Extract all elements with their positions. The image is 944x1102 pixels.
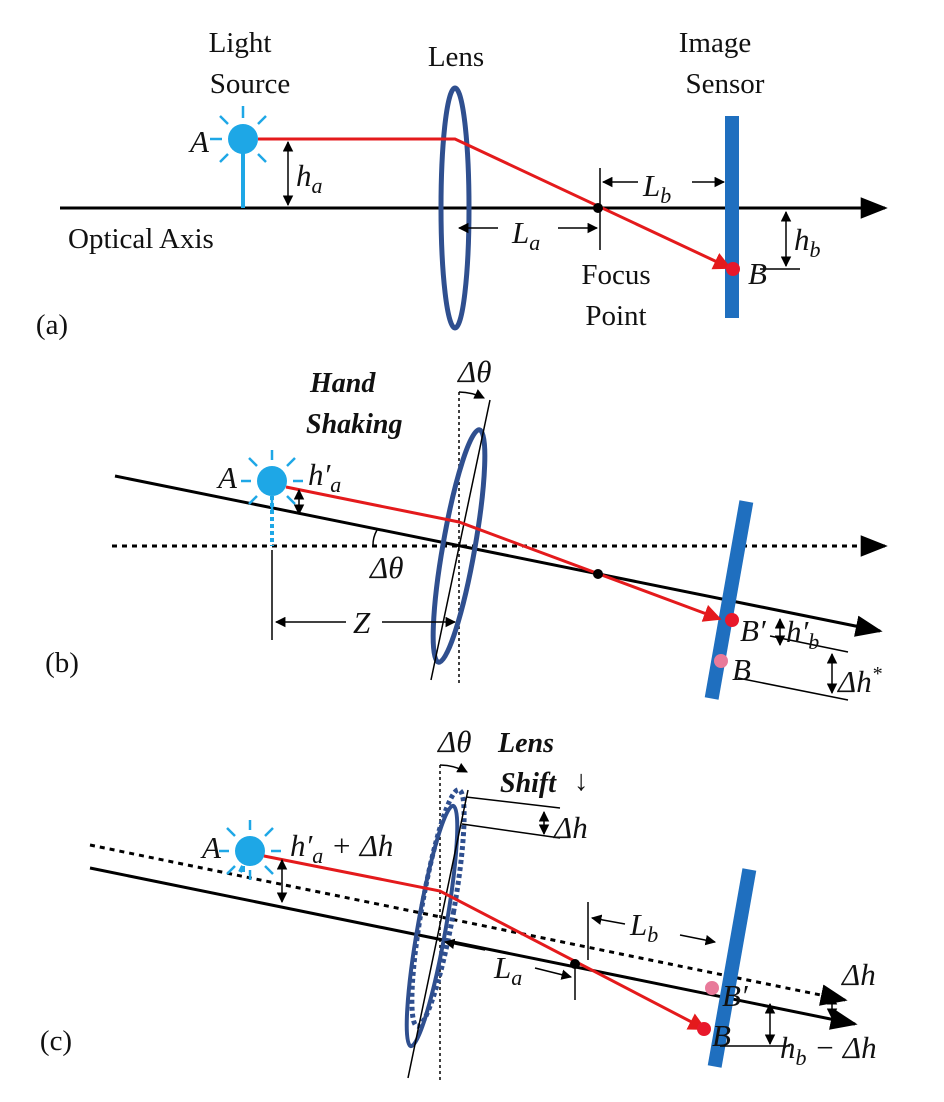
panel-b: Hand Shaking Δθ Δθ A h′a Z B′ h′b B Δh* … [45,354,888,701]
light-source-label-1: Light [209,27,272,59]
image-sensor-label-1: Image [679,27,751,59]
point-b-prime-label-b: B′ [740,613,767,648]
focus-point-label-1: Focus [581,259,650,291]
image-sensor-a [725,116,739,318]
delta-h-star-label: Δh* [836,663,882,699]
panel-b-tag: (b) [45,647,79,679]
l-b-label-c: Lb [629,907,658,947]
lens-shift-label-2: Shift [500,768,557,799]
light-source-icon [210,106,276,208]
panel-c: Δθ Lens Shift ↓ Δh A h′a + Δh La Lb B′ B… [40,724,877,1080]
l-a-label: La [511,215,540,255]
h-prime-a-label-b: h′a [308,457,341,497]
tilted-axis-b [114,474,883,637]
shifted-axis-c [89,843,848,1006]
point-b-label-c: B [712,1018,731,1053]
point-b-prime-label-c: B′ [722,978,749,1013]
light-source-icon-c [219,820,281,880]
point-b-label-b: B [732,652,751,687]
h-prime-b-label: h′b [786,614,819,654]
point-b-label-a: B [748,256,767,291]
lens-shift-label-1: Lens [497,728,554,759]
lens-c-original [404,803,460,1049]
image-point-b-c [697,1022,711,1036]
point-a-label-b: A [216,460,238,495]
focus-point-dot [593,203,603,213]
focus-point-label-2: Point [585,300,646,332]
light-ray-c [263,854,707,1031]
lens-label: Lens [428,41,484,73]
image-sensor-c [707,868,757,1068]
lens-shift-arrow-icon: ↓ [574,765,589,797]
image-sensor-b [704,500,754,700]
point-a-label-a: A [188,124,210,159]
panel-a-tag: (a) [36,309,68,341]
h-b-minus-delta-h-label: hb − Δh [780,1030,877,1070]
panel-c-tag: (c) [40,1025,72,1057]
h-prime-a-plus-delta-h-label: h′a + Δh [290,828,393,868]
delta-theta-axis-b: Δθ [368,550,403,585]
delta-theta-top-b: Δθ [456,354,491,389]
delta-theta-c: Δθ [436,724,471,759]
hand-shaking-label-1: Hand [309,368,376,399]
image-point-b-prime-b [725,613,739,627]
light-ray-b [285,485,722,622]
lens-b [430,427,488,665]
image-point-b-b [714,654,728,668]
l-a-label-c: La [493,950,522,990]
panel-a: Light Source Lens Image Sensor Optical A… [36,27,888,341]
image-point-b-prime-c [705,981,719,995]
light-ray-a [258,137,732,270]
h-a-label: ha [296,158,323,198]
z-label: Z [353,605,371,640]
light-source-label-2: Source [210,68,291,100]
point-a-label-c: A [200,830,222,865]
hand-shaking-label-2: Shaking [306,409,403,440]
lens-c-shifted [409,787,467,1029]
l-b-label: Lb [642,168,671,208]
delta-h-lens-label: Δh [552,810,588,845]
image-sensor-label-2: Sensor [686,68,765,100]
optical-axis-label: Optical Axis [68,223,214,255]
h-b-label: hb [794,222,821,262]
lens-a [438,85,472,331]
light-source-icon-b [241,450,303,546]
image-point-b-a [726,262,740,276]
delta-h-right-label: Δh [840,957,876,992]
